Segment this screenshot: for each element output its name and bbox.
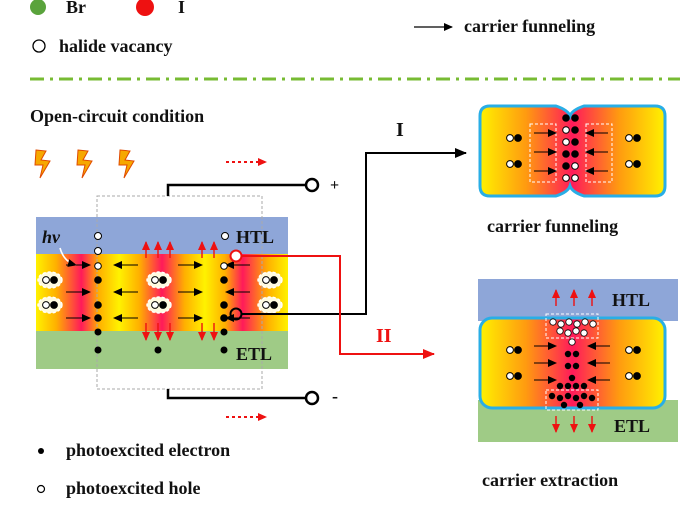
br-legend-label: Br [66, 0, 86, 17]
vacancy-legend-icon [32, 39, 46, 53]
vacancy-legend-label: halide vacancy [59, 36, 173, 56]
left-etl-label: ETL [236, 344, 272, 364]
right-htl-label: HTL [612, 290, 650, 310]
holes-htl [94, 232, 229, 255]
extraction-arrows [552, 289, 596, 433]
hv-label: hν [42, 227, 61, 247]
electrons-etl [94, 328, 228, 354]
funneling-arrows-left [66, 261, 250, 322]
hole-legend-dot [36, 484, 46, 494]
highlight-red-circle [229, 249, 243, 263]
vacancy-clusters [37, 271, 283, 314]
funneling-cell [478, 104, 667, 198]
i-legend-label: I [178, 0, 185, 17]
red-extraction-arrows [142, 241, 218, 341]
lightning-icon [118, 149, 135, 179]
photon-arrow [59, 247, 77, 267]
condition-title: Open-circuit condition [30, 106, 204, 126]
carrier-pairs [42, 276, 278, 309]
terminal-minus [304, 390, 320, 406]
funneling-legend-label: carrier funneling [464, 16, 595, 36]
device-outline [96, 195, 263, 390]
funneling-caption: carrier funneling [487, 216, 618, 236]
minus-label: - [332, 386, 338, 406]
right-etl-label: ETL [614, 416, 650, 436]
left-htl-label: HTL [236, 227, 274, 247]
extraction-caption: carrier extraction [482, 470, 618, 490]
circuit-wire-bottom [166, 389, 305, 400]
path-i-arrow [242, 148, 467, 315]
sunlight-icons [34, 149, 135, 179]
path-ii-label: II [376, 325, 392, 347]
lightning-icon [76, 149, 93, 179]
plus-label: + [330, 177, 339, 194]
br-legend-dot [30, 0, 46, 15]
electron-legend-dot [38, 448, 44, 454]
i-legend-dot [136, 0, 154, 16]
highlight-black-circle [229, 307, 243, 321]
terminal-plus [304, 177, 320, 193]
etl-layer [36, 331, 288, 369]
path-i-label: I [396, 119, 404, 141]
center-carriers [94, 262, 228, 322]
path-ii-arrow [242, 255, 435, 359]
extraction-cell [478, 313, 667, 411]
hole-legend-label: photoexcited hole [66, 478, 201, 498]
electron-legend-label: photoexcited electron [66, 440, 230, 460]
lightning-icon [34, 149, 51, 179]
circuit-wire-top [166, 183, 305, 196]
htl-layer [36, 217, 288, 254]
